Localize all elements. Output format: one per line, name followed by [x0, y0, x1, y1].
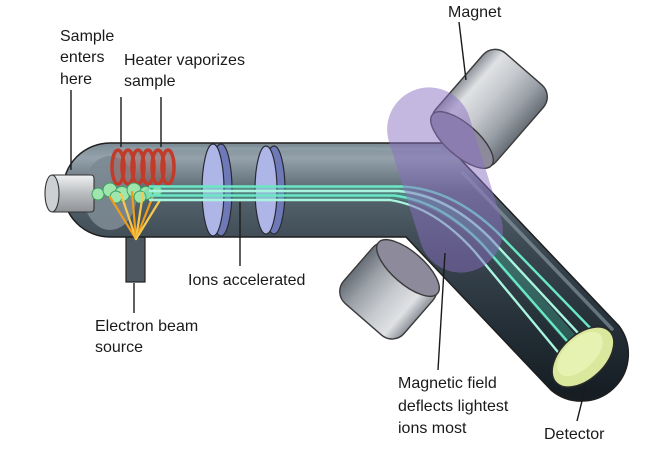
label-ions-accelerated: Ions accelerated [188, 272, 306, 289]
detector-window [551, 326, 615, 388]
label-electron-source: Electron beam source [95, 318, 199, 357]
label-magnet: Magnet [448, 4, 502, 21]
heater-coil [110, 148, 176, 186]
label-sample-entry: Sample enters here [60, 28, 115, 88]
leader-detector [576, 384, 587, 422]
leader-magnet [458, 21, 467, 81]
leader-lines [70, 21, 587, 422]
label-heater: Heater vaporizes sample [124, 52, 245, 91]
sample-inlet [44, 174, 95, 213]
magnetic-field-region [387, 87, 503, 273]
label-detector: Detector [544, 426, 605, 443]
magnet-lower-pole [339, 239, 440, 340]
electron-beam [108, 190, 162, 241]
label-magnetic-field: Magnetic field deflects lightest ions mo… [398, 375, 509, 438]
leader-field [437, 252, 446, 371]
